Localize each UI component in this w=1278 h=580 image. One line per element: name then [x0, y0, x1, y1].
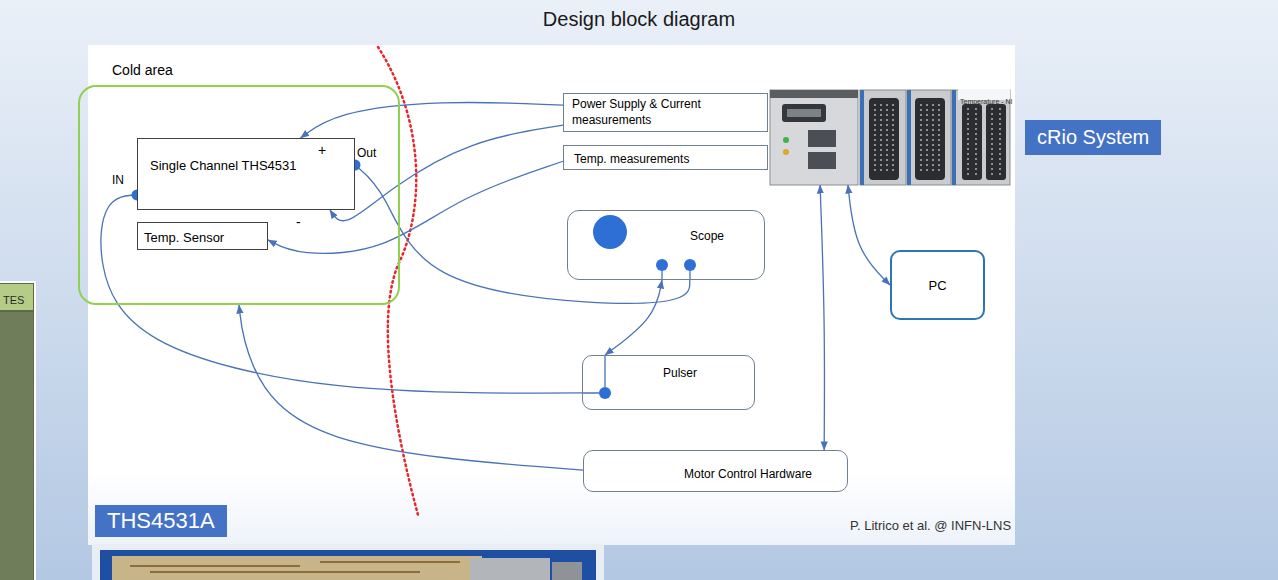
signal-connector	[239, 305, 583, 470]
instrument-box: Power Supply & Current measurements	[563, 93, 768, 132]
box-label: THS4531A	[107, 508, 215, 534]
crio-hardware	[869, 98, 899, 180]
pulser-output	[582, 355, 605, 393]
signal-connector	[605, 280, 662, 355]
signal-label: Temperature - NI	[960, 98, 1013, 105]
crio-hardware	[915, 98, 945, 180]
instrument-box: Pulser	[582, 355, 755, 410]
board-photo	[92, 544, 604, 580]
sensor-box: Temp. Sensor	[137, 222, 268, 250]
box-label: PC	[928, 278, 946, 293]
signal-label: -	[296, 214, 301, 230]
box-label: Temp. measurements	[574, 152, 689, 166]
label-holder: Out	[357, 143, 376, 161]
label-holder: TES	[3, 290, 24, 308]
signal-connector	[848, 185, 890, 285]
board-photo	[552, 562, 582, 580]
pulser-output	[582, 355, 611, 399]
region-heading: Cold area	[112, 62, 173, 78]
signal-connector	[820, 185, 824, 450]
signal-connector	[355, 165, 690, 303]
board-photo	[130, 562, 460, 572]
label-holder: -	[296, 213, 301, 231]
box-label: Scope	[690, 229, 724, 243]
crio-hardware	[907, 90, 911, 185]
signal-label: +	[318, 142, 326, 158]
label-holder: IN	[112, 170, 124, 188]
crio-hardware	[952, 90, 956, 185]
caption-holder: P. Litrico et al. @ INFN-LNS	[850, 516, 1011, 534]
signal-label: Out	[357, 146, 376, 160]
box-label: Motor Control Hardware	[684, 467, 812, 481]
side-photo	[0, 282, 35, 580]
credit-caption: P. Litrico et al. @ INFN-LNS	[850, 518, 1011, 533]
box-label: Pulser	[663, 366, 697, 380]
crio-hardware	[968, 108, 1000, 176]
scope-symbols	[593, 215, 696, 280]
side-photo	[0, 284, 33, 310]
scope-symbols	[656, 259, 668, 271]
box-label: Temp. Sensor	[144, 230, 224, 245]
label-holder: Temperature - NI	[960, 90, 1013, 108]
crio-hardware	[986, 104, 1006, 180]
computer-box: PC	[890, 250, 985, 320]
crio-hardware	[808, 130, 836, 147]
signal-connector	[101, 195, 582, 393]
crio-hardware	[783, 149, 789, 155]
signal-label: TES	[3, 294, 24, 306]
crio-hardware	[860, 90, 864, 185]
box-label: Power Supply & Current measurements	[572, 97, 704, 128]
boundary-line	[378, 47, 418, 515]
crio-hardware	[770, 90, 858, 185]
board-photo	[470, 558, 550, 580]
side-photo	[0, 282, 35, 580]
label-holder: +	[318, 141, 326, 159]
title-holder: Design block diagram	[0, 8, 1278, 31]
crio-hardware	[907, 90, 951, 185]
photo-title-box: THS4531A	[95, 505, 227, 537]
boundary-line	[378, 47, 418, 515]
slide-title: Design block diagram	[543, 8, 735, 31]
crio-hardware	[770, 90, 858, 98]
scope-symbols	[662, 271, 690, 280]
board-photo	[100, 550, 596, 580]
side-photo	[0, 312, 33, 580]
crio-hardware	[860, 90, 906, 185]
crio-hardware	[783, 137, 789, 143]
crio-hardware	[787, 109, 821, 117]
side-photo	[0, 282, 35, 580]
instrument-box: Temp. measurements	[563, 145, 768, 170]
scope-symbols	[684, 259, 696, 271]
region-box: Single Channel THS4531Temp. SensorCold a…	[78, 85, 400, 305]
signal-connector	[301, 102, 564, 138]
signal-label: IN	[112, 173, 124, 187]
instrument-box: Motor Control Hardware	[583, 450, 848, 492]
scope-symbols	[593, 215, 627, 249]
crio-hardware	[782, 104, 826, 122]
crio-hardware	[875, 104, 893, 174]
board-photo	[112, 556, 482, 580]
crio-hardware	[808, 152, 836, 169]
background	[88, 45, 1015, 545]
pulser-output	[599, 387, 611, 399]
box-label: Single Channel THS4531	[150, 158, 296, 173]
crio-hardware	[921, 104, 939, 174]
board-photo	[92, 544, 604, 580]
crio-hardware	[962, 104, 982, 180]
instrument-box: Scope	[567, 210, 765, 280]
box-label: cRio System	[1025, 120, 1161, 155]
